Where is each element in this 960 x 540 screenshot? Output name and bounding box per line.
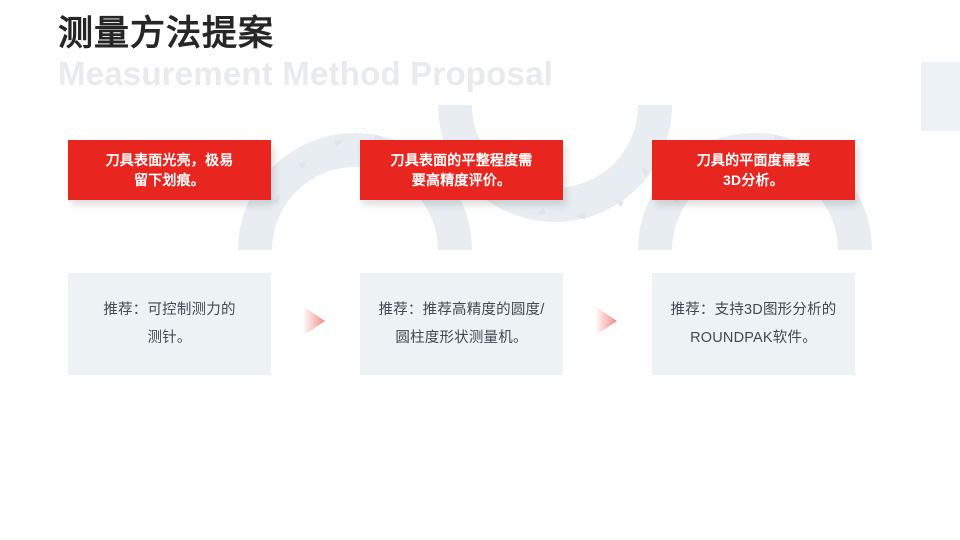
problem-card-2[interactable]: 刀具表面的平整程度需 要高精度评价。 — [360, 140, 563, 200]
recommendation-card-2[interactable]: 推荐：推荐高精度的圆度/ 圆柱度形状测量机。 — [360, 273, 563, 375]
recommendation-card-3[interactable]: 推荐：支持3D图形分析的 ROUNDPAK软件。 — [652, 273, 855, 375]
title-area: 测量方法提案 Measurement Method Proposal — [58, 12, 553, 93]
recommendation-card-2-text: 推荐：推荐高精度的圆度/ 圆柱度形状测量机。 — [378, 301, 545, 346]
recommendation-card-3-text: 推荐：支持3D图形分析的 ROUNDPAK软件。 — [670, 301, 837, 346]
problem-card-2-text: 刀具表面的平整程度需 要高精度评价。 — [390, 151, 533, 188]
problem-card-1-text: 刀具表面光亮，极易 留下划痕。 — [105, 151, 234, 188]
right-edge-accent-block — [921, 62, 960, 131]
page-subtitle: Measurement Method Proposal — [58, 54, 553, 92]
recommendation-card-1-text: 推荐：可控制测力的 测针。 — [103, 301, 236, 346]
flow-arrow-right-icon-2 — [595, 306, 617, 336]
problem-card-3[interactable]: 刀具的平面度需要 3D分析。 — [652, 140, 855, 200]
problem-card-3-text: 刀具的平面度需要 3D分析。 — [696, 151, 811, 188]
flow-arrow-right-icon-1 — [303, 306, 325, 336]
problem-card-1[interactable]: 刀具表面光亮，极易 留下划痕。 — [68, 140, 271, 200]
page-title: 测量方法提案 — [58, 14, 275, 53]
recommendation-card-1[interactable]: 推荐：可控制测力的 测针。 — [68, 273, 271, 375]
